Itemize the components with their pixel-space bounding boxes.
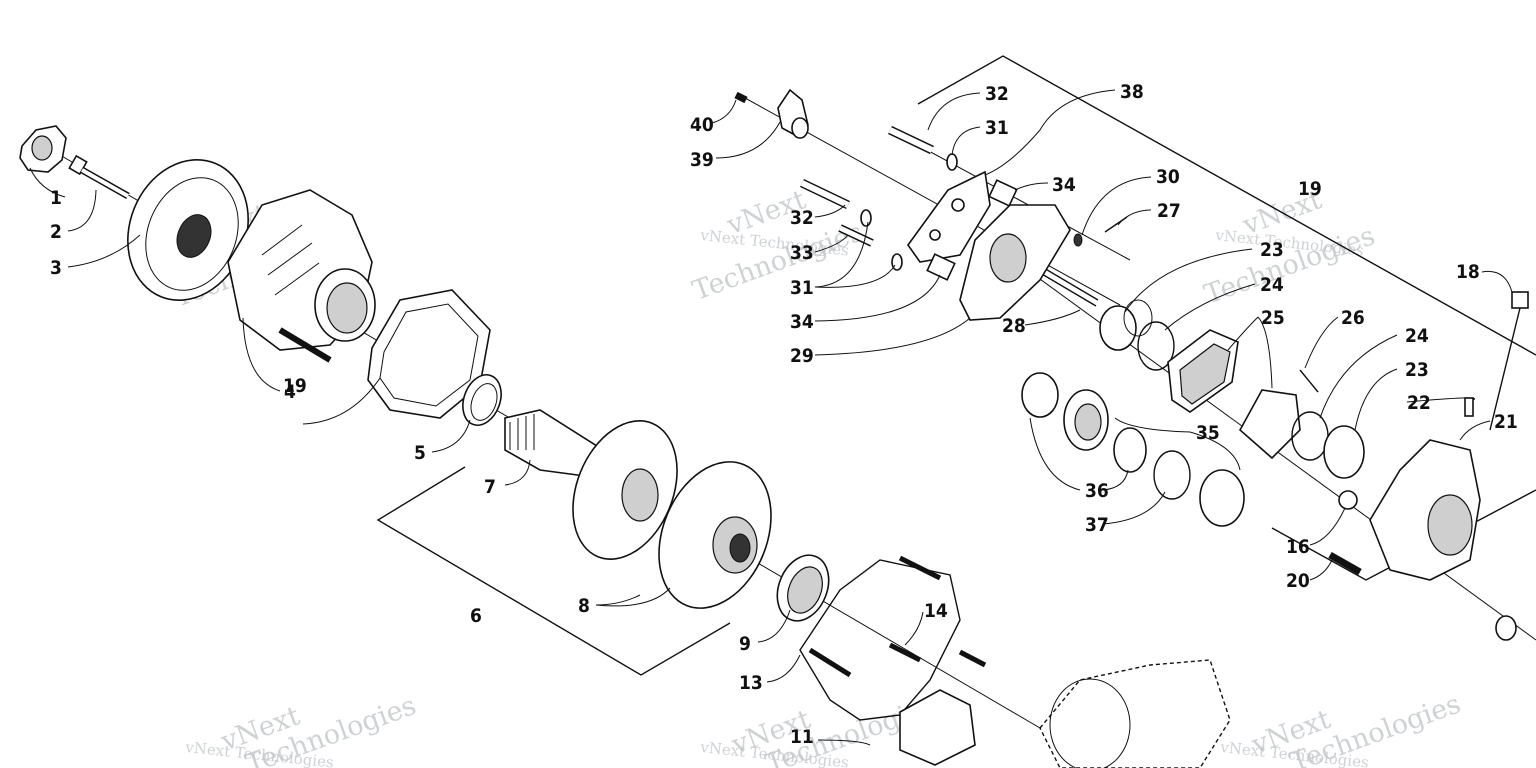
callout-21: 21	[1494, 411, 1518, 433]
callout-23-top: 23	[1260, 239, 1284, 261]
callout-19-left: 19	[283, 375, 307, 397]
part-gasket-13	[799, 555, 961, 721]
part-washer-right-edge	[1495, 615, 1517, 641]
callout-24-top: 24	[1260, 274, 1284, 296]
part-sensor-39	[777, 88, 809, 139]
callout-25: 25	[1261, 307, 1285, 329]
callout-34-bottom: 34	[790, 311, 814, 333]
part-sprocket-8a	[572, 420, 678, 560]
part-bracket-38	[907, 170, 991, 263]
part-sprocket-8b	[658, 461, 772, 609]
part-spring-26	[1299, 369, 1319, 393]
callout-37: 37	[1085, 514, 1109, 536]
callout-23-right: 23	[1405, 359, 1429, 381]
part-pad-25b	[1238, 389, 1301, 460]
part-ring-9	[776, 554, 830, 622]
callout-32-top: 32	[985, 83, 1009, 105]
callout-labels: 1 2 3 4 5 6 7 8 9 11 13 14 16 18	[50, 81, 1518, 748]
callout-31-top: 31	[985, 117, 1009, 139]
callout-33: 33	[790, 242, 814, 264]
callout-4: 4	[284, 381, 296, 403]
part-seals-35-36-37	[1021, 372, 1245, 527]
part-spacer-34	[926, 179, 1018, 281]
part-bolt-33	[838, 224, 874, 247]
callout-13: 13	[739, 672, 763, 694]
callout-30: 30	[1156, 166, 1180, 188]
part-cover-4	[367, 289, 491, 419]
part-bolt-32a	[888, 125, 934, 155]
callout-11: 11	[790, 726, 814, 748]
callout-24-right: 24	[1405, 325, 1429, 347]
part-bolt-32b	[800, 178, 850, 210]
callout-40: 40	[690, 114, 714, 136]
part-ring-24b	[1291, 411, 1329, 461]
callout-29: 29	[790, 345, 814, 367]
callout-38: 38	[1120, 81, 1144, 103]
callout-28: 28	[1002, 315, 1026, 337]
callout-31-bottom: 31	[790, 277, 814, 299]
callout-6: 6	[470, 605, 482, 627]
part-housing-bottom	[1039, 659, 1231, 768]
part-housing-19-left	[227, 189, 376, 363]
leader-lines	[29, 89, 1513, 746]
callout-36: 36	[1085, 480, 1109, 502]
part-disc-3	[127, 158, 249, 302]
part-bracket-14	[888, 642, 987, 766]
part-pin-30	[1073, 233, 1083, 247]
callout-2: 2	[50, 221, 62, 243]
callout-27: 27	[1157, 200, 1181, 222]
callout-1: 1	[50, 187, 62, 209]
callout-35: 35	[1196, 422, 1220, 444]
callout-3: 3	[50, 257, 62, 279]
part-pad-25a	[1167, 329, 1239, 413]
part-piston-23a	[1099, 299, 1153, 351]
callout-20: 20	[1286, 570, 1310, 592]
axis-lines	[59, 55, 1536, 729]
part-bolt-40	[734, 91, 748, 104]
callout-16: 16	[1286, 536, 1310, 558]
part-bolt-20	[1328, 551, 1362, 576]
part-fitting-22	[1464, 397, 1474, 417]
callout-32-mid: 32	[790, 207, 814, 229]
part-nut-1	[19, 125, 67, 173]
callout-26: 26	[1341, 307, 1365, 329]
callout-18: 18	[1456, 261, 1480, 283]
callout-39: 39	[690, 149, 714, 171]
callout-7: 7	[484, 476, 496, 498]
part-ring-24a	[1137, 321, 1175, 371]
callout-34-top: 34	[1052, 174, 1076, 196]
callout-5: 5	[414, 442, 426, 464]
callout-14: 14	[924, 600, 948, 622]
part-piston-23b	[1323, 425, 1365, 479]
callout-19-right: 19	[1298, 178, 1322, 200]
callout-8: 8	[578, 595, 590, 617]
callout-22: 22	[1407, 392, 1431, 414]
part-caliper-29	[959, 204, 1071, 321]
part-nut-16	[1338, 490, 1358, 510]
part-ring-5	[462, 374, 502, 426]
part-bleeder-18	[1489, 291, 1529, 431]
part-washer-31a	[946, 153, 958, 171]
callout-9: 9	[739, 633, 751, 655]
part-caliper-21	[1369, 439, 1481, 581]
part-bolt-2	[68, 154, 130, 200]
